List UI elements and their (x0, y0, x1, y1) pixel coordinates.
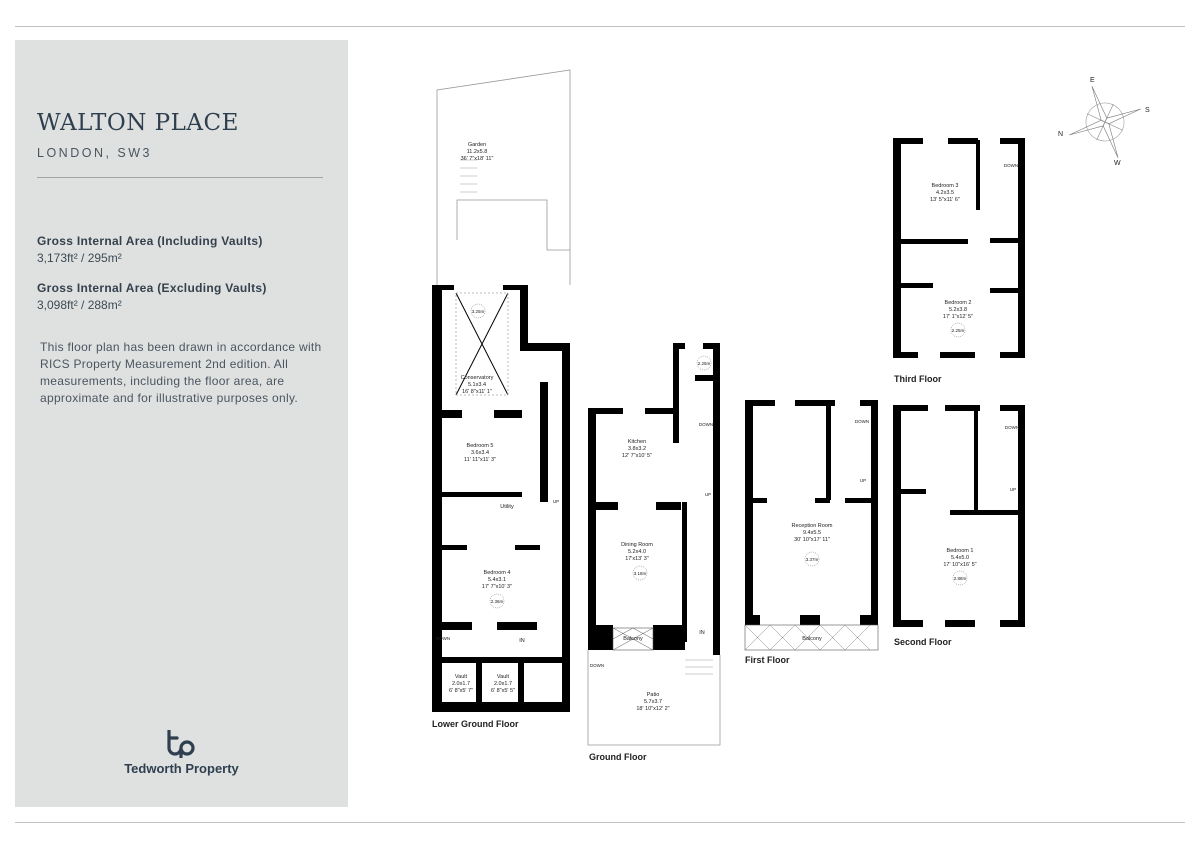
conservatory-imperial: 16' 8"x11' 1" (462, 389, 492, 395)
bedroom2-name: Bedroom 2 (945, 300, 972, 306)
bedroom1-imperial: 17' 10"x16' 5" (943, 562, 976, 568)
reception-metric: 9.4x5.5 (803, 530, 821, 536)
kitchen-metric: 3.8x3.2 (628, 446, 646, 452)
bedroom1-name: Bedroom 1 (947, 548, 974, 554)
gia-including-label: Gross Internal Area (Including Vaults) (37, 234, 263, 248)
vault2-metric: 2.0x1.7 (494, 681, 512, 687)
gia-excluding-label: Gross Internal Area (Excluding Vaults) (37, 281, 267, 295)
divider (37, 177, 323, 178)
disclaimer: This floor plan has been drawn in accord… (40, 340, 322, 405)
lg-in-marker: IN (519, 638, 525, 644)
conservatory-height: 3.25m (472, 309, 485, 314)
third-floor-label: Third Floor (894, 374, 942, 384)
bedroom4-metric: 5.4x3.1 (488, 577, 506, 583)
second-up-marker: UP (1010, 487, 1016, 492)
bedroom2-metric: 5.2x3.8 (949, 307, 967, 313)
patio-metric: 5.7x3.7 (644, 699, 662, 705)
bedroom4-height: 2.36m (491, 599, 504, 604)
conservatory-metric: 5.1x3.4 (468, 382, 486, 388)
second-down-marker: DOWN (1005, 425, 1019, 430)
bedroom2-height: 2.25m (952, 328, 965, 333)
first-up-marker: UP (860, 478, 866, 483)
bedroom1-height: 2.88m (954, 576, 967, 581)
third-down-marker: DOWN (1004, 163, 1018, 168)
garden-imperial: 36' 7"x18' 11" (461, 156, 494, 162)
bedroom3-name: Bedroom 3 (932, 183, 959, 189)
bedroom5-imperial: 11' 11"x11' 3" (464, 457, 496, 463)
bedroom4-imperial: 17' 7"x10' 3" (482, 584, 512, 590)
garden-metric: 11.2x5.8 (467, 149, 488, 155)
dining-metric: 5.2x4.0 (628, 549, 646, 555)
second-floor-plan: Bedroom 1 5.4x5.0 17' 10"x16' 5" 2.88m D… (893, 405, 1025, 647)
ground-floor-label: Ground Floor (589, 752, 647, 762)
ground-up-marker: UP (705, 492, 711, 497)
dining-height: 3.18m (634, 571, 647, 576)
bedroom4-name: Bedroom 4 (484, 570, 511, 576)
compass-e: E (1090, 77, 1095, 84)
bedroom3-imperial: 13' 5"x11' 6" (930, 197, 960, 203)
conservatory-name: Conservatory (461, 375, 494, 381)
first-balcony-name: Balcony (802, 636, 822, 642)
vault1-imperial: 6' 8"x5' 7" (449, 688, 473, 694)
kitchen-name: Kitchen (628, 439, 646, 445)
gia-including-value: 3,173ft² / 295m² (37, 251, 122, 265)
reception-imperial: 30' 10"x17' 11" (794, 537, 830, 543)
ground-down-marker: DOWN (699, 422, 713, 427)
kitchen-imperial: 12' 7"x10' 5" (622, 453, 652, 459)
vault1-name: Vault (455, 674, 468, 680)
compass-n: N (1058, 131, 1063, 138)
gia-excluding-value: 3,098ft² / 288m² (37, 298, 122, 312)
dining-name: Dining Room (621, 542, 653, 548)
top-rule (15, 26, 1185, 27)
lower-ground-floor-plan: 3.25m Garden 11.2x5.8 36' 7"x18' 11" Con… (432, 69, 571, 729)
utility-name: Utility (500, 504, 514, 510)
ground-floor-plan: Kitchen 3.8x3.2 12' 7"x10' 5" Dining Roo… (587, 343, 721, 762)
first-down-marker: DOWN (855, 419, 869, 424)
second-floor-label: Second Floor (894, 637, 952, 647)
first-floor-plan: Reception Room 9.4x5.5 30' 10"x17' 11" 3… (744, 400, 879, 665)
garden-name: Garden (468, 142, 486, 148)
bedroom1-metric: 5.4x5.0 (951, 555, 969, 561)
ground-wc-height: 2.25m (698, 361, 711, 366)
bedroom5-metric: 3.6x3.4 (471, 450, 489, 456)
lg-up-marker: UP (553, 499, 559, 504)
compass-s: S (1145, 107, 1150, 114)
first-floor-label: First Floor (745, 655, 790, 665)
ground-down-marker-2: DOWN (590, 663, 604, 668)
dining-imperial: 17'x13' 3" (625, 556, 649, 562)
bedroom3-metric: 4.2x3.5 (936, 190, 954, 196)
patio-name: Patio (647, 692, 660, 698)
bedroom2-imperial: 17' 1"x12' 5" (943, 314, 973, 320)
bottom-rule (15, 822, 1185, 823)
compass-w: W (1114, 160, 1121, 167)
info-panel: WALTON PLACE LONDON, SW3 Gross Internal … (15, 40, 348, 807)
vault2-name: Vault (497, 674, 510, 680)
ground-in-marker: IN (699, 630, 705, 636)
bedroom5-name: Bedroom 5 (467, 443, 494, 449)
third-floor-plan: Bedroom 3 4.2x3.5 13' 5"x11' 6" Bedroom … (893, 138, 1025, 384)
compass-icon (1069, 86, 1141, 158)
lower-ground-floor-label: Lower Ground Floor (432, 719, 519, 729)
property-location: LONDON, SW3 (37, 146, 153, 160)
reception-height: 3.37m (806, 557, 819, 562)
brand-name: Tedworth Property (124, 761, 239, 776)
reception-name: Reception Room (792, 523, 833, 529)
property-title: WALTON PLACE (37, 110, 239, 136)
vault1-metric: 2.0x1.7 (452, 681, 470, 687)
tedworth-logo-icon (167, 730, 195, 758)
lg-down-marker: DOWN (436, 636, 450, 641)
vault2-imperial: 6' 8"x5' 5" (491, 688, 515, 694)
patio-imperial: 18' 10"x12' 2" (636, 706, 669, 712)
ground-balcony-name: Balcony (623, 636, 643, 642)
